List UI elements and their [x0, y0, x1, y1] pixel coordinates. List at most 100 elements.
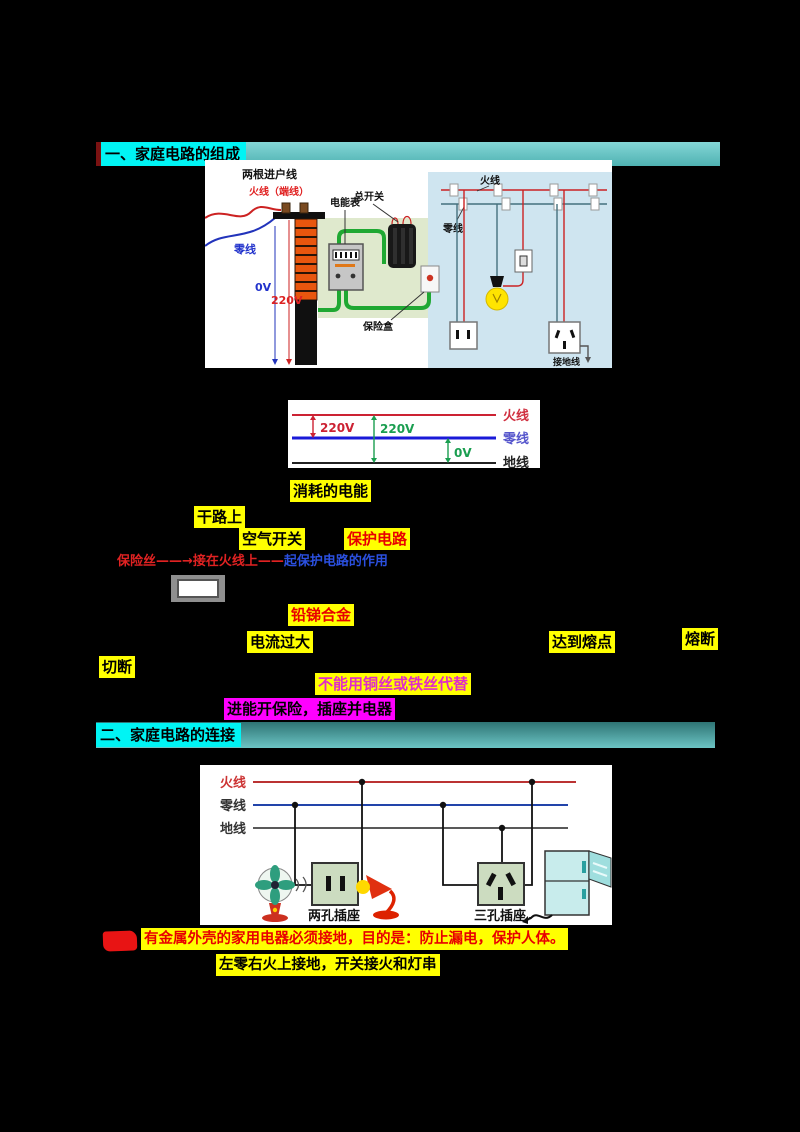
fan-hub — [271, 881, 279, 889]
socket1-slot-right — [467, 330, 470, 339]
lamp-shade — [366, 875, 392, 899]
v-neutral-ground: 0V — [454, 446, 472, 460]
note-fuse-line: 保险丝——→接在火线上——起保护电路的作用 — [117, 553, 388, 570]
lamp-bulb — [485, 287, 509, 311]
household-circuit-diagram: 两根进户线 火线（端线） 零线 0V 220V 电能表 总开关 保险盒 火线 零… — [204, 160, 612, 368]
voltage-diagram-svg: 220V 220V 0V 火线 零线 地线 — [288, 400, 540, 471]
neutral-line-label: 零线 — [502, 431, 529, 447]
incoming-live-wire — [204, 205, 282, 219]
section2-header: 二、家庭电路的连接 — [96, 722, 715, 748]
v-live-neutral: 220V — [320, 421, 355, 435]
arrow-lg-bottom — [371, 458, 377, 463]
two-hole-slot-right — [340, 876, 345, 891]
meter-terminal-2 — [350, 273, 356, 279]
fridge-cord — [527, 914, 553, 921]
lamp-base — [373, 910, 399, 920]
socket2-slot-left — [554, 329, 561, 339]
insulator-left — [281, 202, 291, 214]
wall-switch-toggle — [519, 255, 528, 267]
note-mnemonic: 进能开保险，插座并电器 — [224, 698, 396, 720]
note-main-line: 干路上 — [194, 506, 246, 528]
meter-label: 电能表 — [330, 196, 361, 209]
neutral-right-leader — [456, 206, 465, 221]
voltage-diagram-bg — [288, 400, 540, 468]
green-service-wire — [318, 229, 386, 312]
ground-label: 接地线 — [553, 356, 580, 368]
three-hole-slot-right — [505, 872, 516, 887]
voltage-diagram: 220V 220V 0V 火线 零线 地线 — [288, 400, 540, 471]
arrow-ln-bottom — [310, 433, 316, 438]
three-hole-slot-left — [485, 872, 497, 887]
meter-orange-strip — [335, 264, 355, 267]
incoming-lines-label: 两根进户线 — [242, 167, 297, 181]
fridge-plug — [522, 916, 528, 924]
two-hole-slot-left — [326, 876, 331, 891]
fuse-box-leader — [390, 291, 425, 321]
d2-ground-label: 地线 — [220, 821, 246, 837]
note-grounding: 有金属外壳的家用电器必须接地，目的是：防止漏电，保护人体。 — [141, 928, 568, 950]
neutral-left-label: 零线 — [233, 242, 256, 256]
fridge-open-door — [588, 850, 612, 888]
socket2-slot-right — [569, 329, 576, 339]
fridge-shelf-2 — [592, 870, 608, 877]
main-switch-wires — [391, 215, 412, 225]
circuit-connection-diagram: 火线 零线 地线 两孔插座 三孔插座 — [200, 765, 612, 925]
pole-brick-lines — [295, 227, 317, 292]
zero-volt-label: 0V — [255, 281, 272, 294]
arrow-ln-top — [310, 415, 316, 420]
fan-blades — [255, 865, 295, 905]
arrow-lg-top — [371, 415, 377, 420]
section2-title: 二、家庭电路的连接 — [96, 723, 242, 747]
main-switch-slot-3 — [409, 228, 413, 264]
arrow-ng-bottom — [445, 458, 451, 463]
main-switch-slot-1 — [393, 228, 397, 264]
live-line-label: 火线 — [503, 408, 529, 424]
note-melting-point: 达到熔点 — [549, 631, 616, 653]
lamp-filament — [492, 293, 502, 304]
fan-motion-marks — [295, 876, 307, 893]
note-fuse-blow: 熔断 — [682, 628, 719, 650]
fuse-box-element — [426, 274, 434, 282]
lamp-holder — [490, 276, 504, 287]
pole-crossarm — [273, 212, 325, 219]
neutral-right-label: 零线 — [442, 222, 463, 235]
arrow-ng-top — [445, 438, 451, 443]
two-hole-label: 两孔插座 — [308, 908, 360, 924]
note-consumed-energy: 消耗的电能 — [290, 480, 372, 502]
ground-line-label: 地线 — [503, 455, 529, 468]
main-switch-slot-2 — [401, 228, 405, 264]
household-circuit-svg: 两根进户线 火线（端线） 零线 0V 220V 电能表 总开关 保险盒 火线 零… — [204, 160, 612, 368]
meter-digits — [335, 252, 357, 258]
pole-base — [295, 300, 317, 365]
three-hole-label: 三孔插座 — [474, 908, 526, 924]
fridge-body — [544, 850, 590, 916]
socket2-neutral-wire — [442, 805, 478, 886]
fan-base — [262, 914, 288, 922]
v-live-ground: 220V — [380, 422, 415, 436]
note-cut-off: 切断 — [99, 656, 136, 678]
note-fuse-blue: 起保护电路的作用 — [283, 554, 388, 569]
fuse-blank-box — [177, 579, 219, 598]
pole-bricks — [294, 218, 318, 301]
ground-wire-arrow — [585, 357, 591, 363]
note-air-switch: 空气开关 — [239, 528, 306, 550]
main-switch-label: 总开关 — [354, 190, 384, 203]
neutral-guide-arrow — [272, 359, 278, 365]
green-service-wire-2 — [344, 290, 431, 310]
two-hole-socket-d1 — [449, 321, 478, 350]
red-marker-blob — [102, 930, 138, 952]
fridge-handle-bottom — [582, 889, 586, 899]
live-end-label: 火线（端线） — [249, 185, 309, 198]
d2-neutral-label: 零线 — [219, 798, 246, 814]
circuit-connection-svg: 火线 零线 地线 两孔插座 三孔插座 — [200, 765, 612, 925]
lamp-arm — [384, 889, 396, 915]
note-protect-circuit: 保护电路 — [344, 528, 411, 550]
note-no-copper: 不能用铜丝或铁丝代替 — [315, 673, 472, 695]
live-guide-arrow — [286, 359, 292, 365]
fuse-image-frame — [171, 575, 225, 602]
fuse-box-label: 保险盒 — [362, 320, 394, 333]
incoming-neutral-wire — [204, 217, 276, 247]
live-right-leader — [476, 185, 490, 192]
meter-terminal-1 — [335, 273, 341, 279]
